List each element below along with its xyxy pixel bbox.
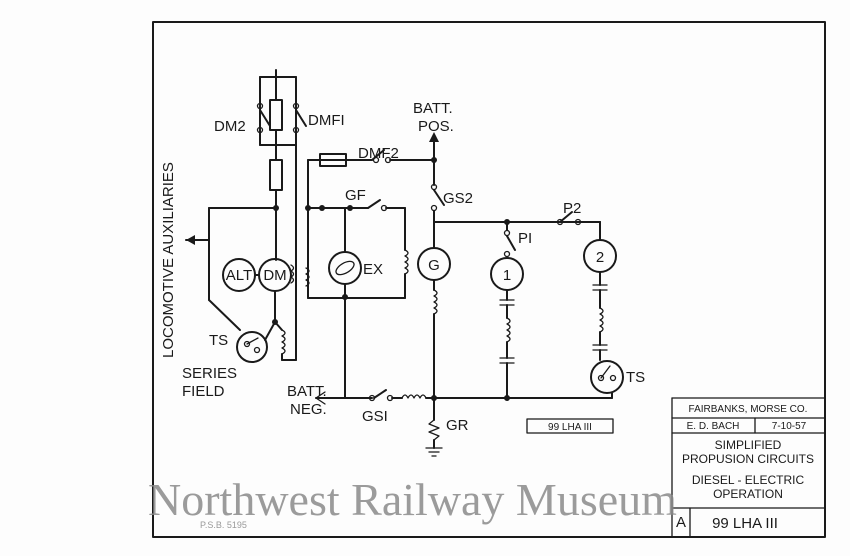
p1-switch [506, 235, 516, 251]
gs1-switch [373, 389, 387, 399]
label-gr: GR [446, 417, 469, 434]
gs1-coil [401, 394, 427, 399]
exciter-field-coil [404, 249, 409, 275]
label-gf: GF [345, 187, 366, 204]
label-dm: DM [263, 267, 286, 284]
dm2-switch [259, 109, 271, 127]
ts-right-switch [590, 360, 624, 394]
label-p1: PI [518, 230, 532, 247]
title-date: 7-10-57 [772, 421, 807, 432]
label-series-2: FIELD [182, 383, 225, 400]
label-ts-left: TS [209, 332, 228, 349]
resistor-upper [269, 99, 283, 131]
label-drawing-ref: 99 LHA III [548, 422, 592, 433]
label-p2: P2 [563, 200, 581, 217]
label-ts-right: TS [626, 369, 645, 386]
label-dmf2: DMF2 [358, 145, 399, 162]
dm-field-coil [290, 264, 295, 284]
title-line-1: SIMPLIFIED [715, 438, 782, 452]
label-batt-neg-1: BATT. [287, 383, 327, 400]
label-series-1: SERIES [182, 365, 237, 382]
title-line-3: DIESEL - ELECTRIC [692, 473, 805, 487]
title-line-4: OPERATION [713, 487, 783, 501]
label-batt-pos-1: BATT. [413, 100, 453, 117]
title-drawn-by: E. D. BACH [687, 421, 740, 432]
generator-field-coil [433, 289, 438, 315]
label-batt-neg-2: NEG. [290, 401, 327, 418]
pencil-note: P.S.B. 5195 [200, 520, 247, 530]
drawing-ref-box [526, 418, 614, 434]
motor-1-field-coil [506, 317, 511, 343]
exciter-ex [328, 251, 362, 285]
label-alt: ALT [226, 267, 252, 284]
gf-switch [367, 199, 381, 209]
title-number: 99 LHA III [712, 515, 778, 532]
drawing-border [152, 21, 826, 538]
title-block [671, 397, 826, 538]
label-locomotive-auxiliaries: LOCOMOTIVE AUXILIARIES [160, 162, 177, 358]
label-g: G [428, 257, 440, 274]
dmf1-switch [295, 109, 307, 127]
label-batt-pos-2: POS. [418, 118, 454, 135]
watermark-text: Northwest Railway Museum [148, 474, 677, 525]
gr-resistor [428, 419, 440, 441]
title-line-2: PROPUSION CIRCUITS [682, 452, 814, 466]
gs2-switch [433, 189, 445, 206]
batt-pos-arrow [429, 132, 439, 142]
series-field-coil [281, 329, 286, 355]
label-gs1: GSI [362, 408, 388, 425]
resistor-lower [269, 159, 283, 191]
title-size: A [676, 514, 686, 531]
title-company: FAIRBANKS, MORSE CO. [689, 404, 808, 415]
ts-left-switch [236, 331, 268, 363]
aux-arrow [186, 235, 195, 245]
label-gs2: GS2 [443, 190, 473, 207]
label-dmf1: DMFI [308, 112, 345, 129]
label-ex: EX [363, 261, 383, 278]
label-motor-2: 2 [596, 249, 604, 266]
label-dm2: DM2 [214, 118, 246, 135]
motor-2-field-coil [599, 307, 604, 333]
label-motor-1: 1 [503, 267, 511, 284]
node-aux [273, 205, 279, 211]
